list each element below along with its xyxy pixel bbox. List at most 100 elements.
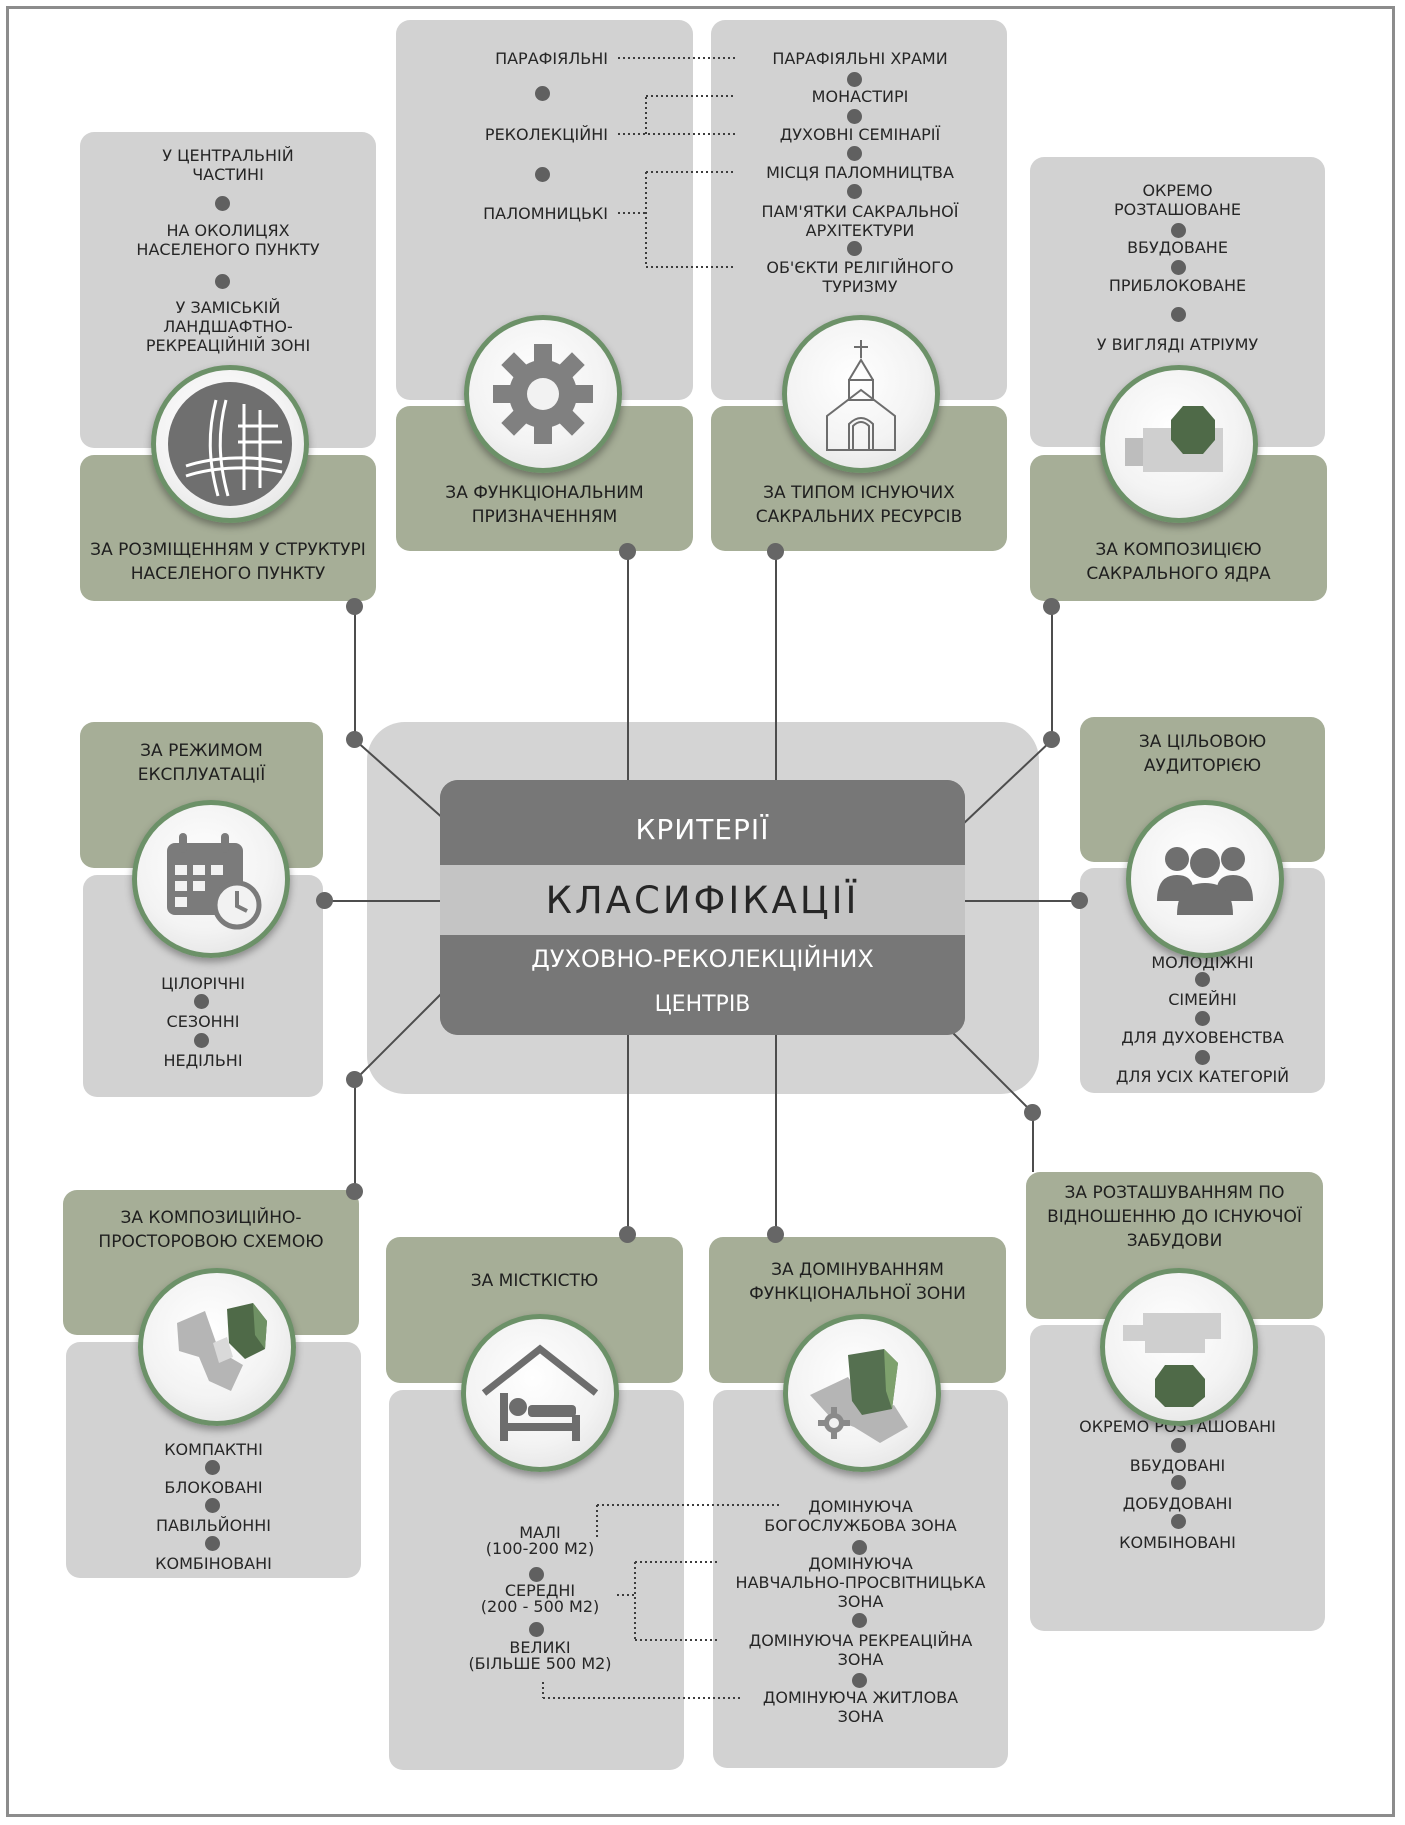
audience-item: Сімейні xyxy=(1168,990,1237,1009)
connector-dot xyxy=(316,892,333,909)
bullet-dot xyxy=(205,1498,220,1513)
bullet-dot xyxy=(194,994,209,1009)
bullet-dot xyxy=(205,1536,220,1551)
bullet-dot xyxy=(847,146,862,161)
audience-item: Для духовенства xyxy=(1121,1028,1284,1047)
bed-house-icon xyxy=(461,1314,619,1472)
resources-item: Пам'ятки сакральної архітектури xyxy=(761,202,959,240)
position-item: Добудовані xyxy=(1122,1494,1233,1513)
zone-blocks-icon xyxy=(783,1314,941,1472)
location-item: На околицях населеного пункту xyxy=(136,221,320,259)
bullet-dot xyxy=(847,241,862,256)
capacity-item: Великі (більше 500 м2) xyxy=(468,1638,612,1673)
resources-item: Об'єкти релігійного туризму xyxy=(766,258,954,296)
bullet-dot xyxy=(1195,1050,1210,1065)
bullet-dot xyxy=(852,1540,867,1555)
connector-dot xyxy=(1043,598,1060,615)
connector-dot xyxy=(619,1226,636,1243)
function-heading: За функціональним призначенням xyxy=(445,483,644,527)
bullet-dot xyxy=(1171,1475,1186,1490)
connector-dot xyxy=(767,1226,784,1243)
zone-item: Домінуюча навчально-просвітницька зона xyxy=(735,1554,986,1611)
bullet-dot xyxy=(847,109,862,124)
composition-item: Компактні xyxy=(164,1440,263,1459)
blocks-plan-icon xyxy=(138,1268,296,1426)
bullet-dot xyxy=(847,184,862,199)
bullet-dot xyxy=(1171,1514,1186,1529)
audience-item: Для усіх категорій xyxy=(1115,1067,1290,1086)
bullet-dot xyxy=(535,86,550,101)
core-item: Приблоковане xyxy=(1108,276,1247,295)
position-item: Комбіновані xyxy=(1119,1533,1236,1552)
zone-item: Домінуюча рекреаційна зона xyxy=(748,1631,973,1669)
connector-dot xyxy=(767,543,784,560)
bullet-dot xyxy=(215,274,230,289)
bullet-dot xyxy=(529,1567,544,1582)
core-heading: За композицією сакрального ядра xyxy=(1086,540,1271,584)
bullet-dot xyxy=(852,1673,867,1688)
resources-item: Місця паломництва xyxy=(766,163,954,182)
zone-item: Домінуюча житлова зона xyxy=(762,1688,959,1726)
gear-icon xyxy=(464,315,622,473)
bullet-dot xyxy=(215,196,230,211)
calendar-clock-icon xyxy=(132,800,290,958)
resources-heading: За типом існуючих сакральних ресурсів xyxy=(755,483,963,527)
connector-dot xyxy=(619,543,636,560)
position-item: Вбудовані xyxy=(1129,1456,1226,1475)
bullet-dot xyxy=(1171,223,1186,238)
resources-item: Духовні семінарії xyxy=(779,125,941,144)
mode-item: Сезонні xyxy=(166,1012,240,1031)
connector-dot xyxy=(346,731,363,748)
bullet-dot xyxy=(529,1622,544,1637)
composition-item: Павільйонні xyxy=(155,1516,272,1535)
bullet-dot xyxy=(535,167,550,182)
mode-item: Цілорічні xyxy=(161,974,245,993)
bullet-dot xyxy=(205,1460,220,1475)
title-line2: класифікації xyxy=(440,865,965,935)
connector-dot xyxy=(346,1071,363,1088)
capacity-item: Середні (200 - 500 м2) xyxy=(480,1581,600,1616)
bullet-dot xyxy=(1171,260,1186,275)
center-title-block: Критерії класифікації духовно-реколекцій… xyxy=(440,780,965,1035)
composition-item: Блоковані xyxy=(164,1478,263,1497)
bullet-dot xyxy=(1195,972,1210,987)
audience-item: Молодіжні xyxy=(1151,953,1254,972)
location-heading: За розміщенням у структурі населеного пу… xyxy=(90,540,366,584)
zone-item: Домінуюча богослужбова зона xyxy=(764,1497,957,1535)
page-frame xyxy=(6,6,1395,1817)
location-item: У центральній частині xyxy=(162,146,294,184)
connector-dot xyxy=(1024,1104,1041,1121)
resources-item: Парафіяльні храми xyxy=(772,49,948,68)
resources-item: Монастирі xyxy=(811,87,909,106)
connector-dot xyxy=(346,1183,363,1200)
connector-dot xyxy=(1043,731,1060,748)
bullet-dot xyxy=(852,1613,867,1628)
audience-heading: За цільовою аудиторією xyxy=(1138,732,1267,776)
function-item: Парафіяльні xyxy=(495,49,608,68)
bullet-dot xyxy=(847,72,862,87)
function-item: Паломницькі xyxy=(483,204,608,223)
connector-dot xyxy=(1071,892,1088,909)
mode-heading: За режимом експлуатації xyxy=(137,741,266,785)
mode-item: Недільні xyxy=(163,1051,243,1070)
core-item: Окремо розташоване xyxy=(1114,181,1241,219)
zone-heading: За домінуванням функціональної зони xyxy=(749,1260,966,1304)
church-icon xyxy=(782,315,940,473)
capacity-item: Малі (100-200 м2) xyxy=(485,1523,595,1558)
title-line1: Критерії xyxy=(440,780,965,865)
title-line3: духовно-реколекційних xyxy=(440,935,965,985)
bullet-dot xyxy=(1171,307,1186,322)
capacity-heading: За місткістю xyxy=(470,1271,599,1291)
core-item: У вигляді атріуму xyxy=(1096,335,1259,354)
site-plan-icon xyxy=(1100,1268,1258,1426)
bullet-dot xyxy=(1171,1438,1186,1453)
people-group-icon xyxy=(1126,800,1284,958)
position-heading: За розташуванням по відношенню до існуюч… xyxy=(1047,1183,1302,1251)
bullet-dot xyxy=(194,1033,209,1048)
composition-item: Комбіновані xyxy=(155,1554,272,1573)
city-map-icon xyxy=(151,365,309,523)
sacral-core-icon xyxy=(1100,365,1258,523)
location-item: У заміській ландшафтно- рекреаційній зон… xyxy=(145,298,311,355)
function-item: Реколекційні xyxy=(484,125,608,144)
